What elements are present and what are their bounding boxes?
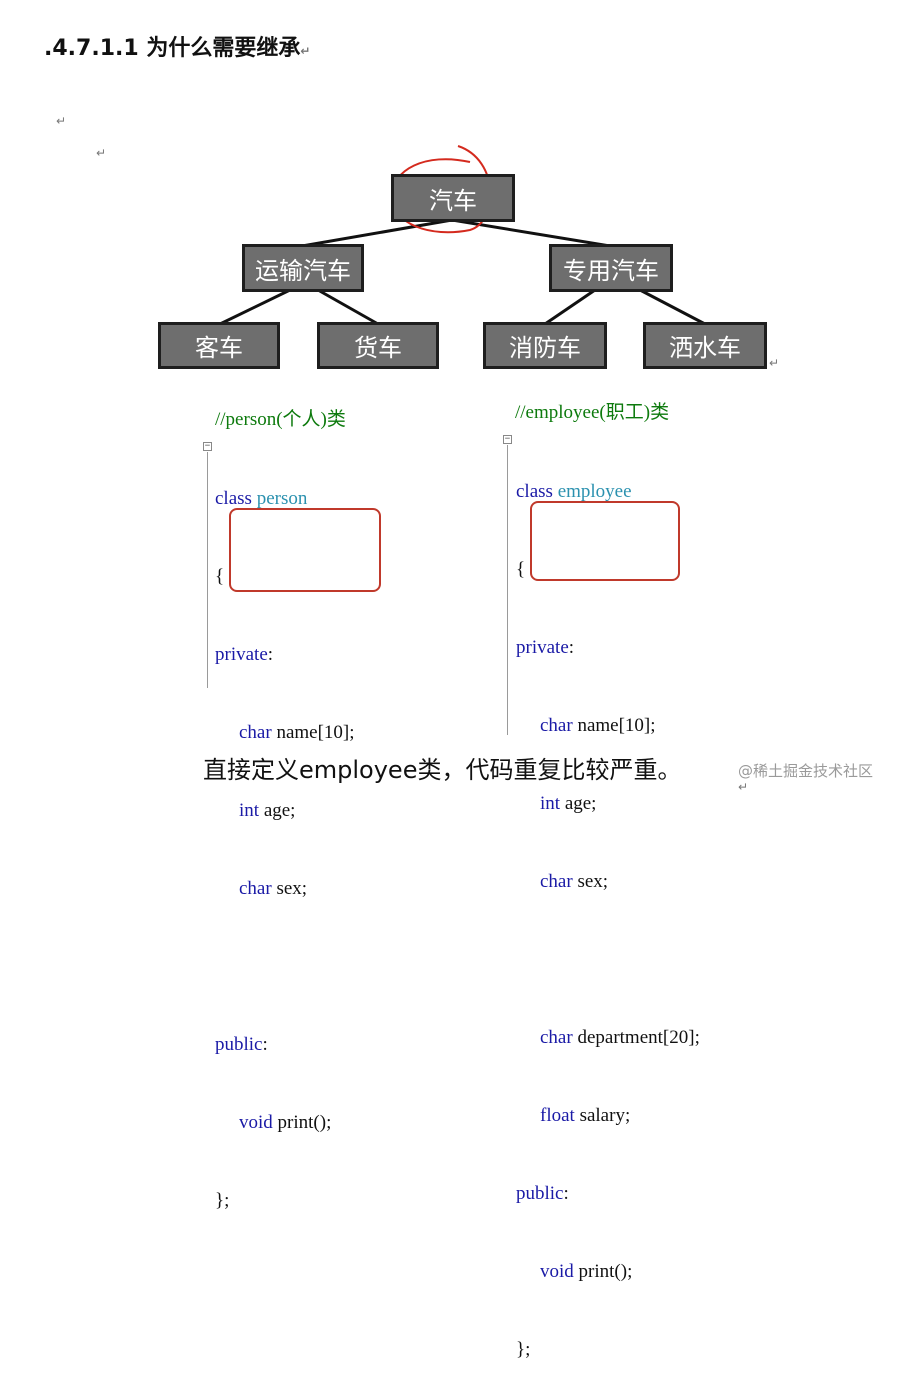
tree-node-truck: 货车 [317,322,439,369]
code-line [215,954,355,980]
code-line: { [516,559,526,580]
caption-text: 直接定义employee类，代码重复比较严重。 [203,756,682,784]
code-line: }; [215,1190,230,1211]
code-line: void print(); [239,1112,332,1133]
paragraph-mark-icon: ↵ [300,44,311,58]
employee-comment: //employee(职工)类 [515,402,670,423]
section-heading: .4.7.1.1 为什么需要继承↵ [44,30,310,62]
code-line: public: [516,1183,569,1204]
employee-duplicate-highlight [530,501,680,581]
code-line: public: [215,1034,268,1055]
code-line: class person [215,488,308,509]
edge-root-special [451,218,611,248]
code-line: char name[10]; [239,722,355,743]
code-line: char name[10]; [540,715,656,736]
heading-text: 4.7.1.1 为什么需要继承 [52,36,301,61]
code-line: void print(); [540,1261,633,1282]
tree-node-transport: 运输汽车 [242,244,364,292]
code-line: private: [516,637,575,658]
paragraph-mark-icon: ↵ [738,780,749,794]
tree-node-special: 专用汽车 [549,244,673,292]
fold-toggle-icon[interactable]: − [503,434,512,444]
code-line: int age; [540,793,597,814]
tree-connectors [219,145,706,326]
code-line: float salary; [540,1105,631,1126]
person-comment: //person(个人)类 [215,409,346,430]
code-line: char sex; [540,871,609,892]
tree-node-bus: 客车 [158,322,280,369]
edge-root-transport [301,218,453,248]
watermark-text: @稀土掘金技术社区 [738,762,874,780]
fold-guide [207,452,208,688]
code-line [516,947,700,973]
edge-transport-truck [317,288,379,326]
fold-guide [507,445,508,735]
tree-node-fire-truck: 消防车 [483,322,607,369]
code-line: int age; [239,800,296,821]
code-line: private: [215,644,274,665]
fold-toggle-icon[interactable]: − [203,441,212,451]
heading-bullet: . [44,36,53,61]
paragraph-mark-icon: ↵ [769,356,780,370]
code-line: { [215,566,225,587]
code-line: char department[20]; [540,1027,700,1048]
tree-node-root: 汽车 [391,174,515,222]
person-duplicate-highlight [229,508,381,592]
code-line: char sex; [239,878,308,899]
edge-special-sprinkler [639,288,706,326]
edge-transport-bus [219,288,291,326]
paragraph-mark-icon: ↵ [96,146,107,160]
paragraph-mark-icon: ↵ [56,114,67,128]
code-line: class employee [516,481,632,502]
edge-special-fire [544,288,596,326]
code-line: }; [516,1339,531,1360]
tree-node-sprinkler: 洒水车 [643,322,767,369]
